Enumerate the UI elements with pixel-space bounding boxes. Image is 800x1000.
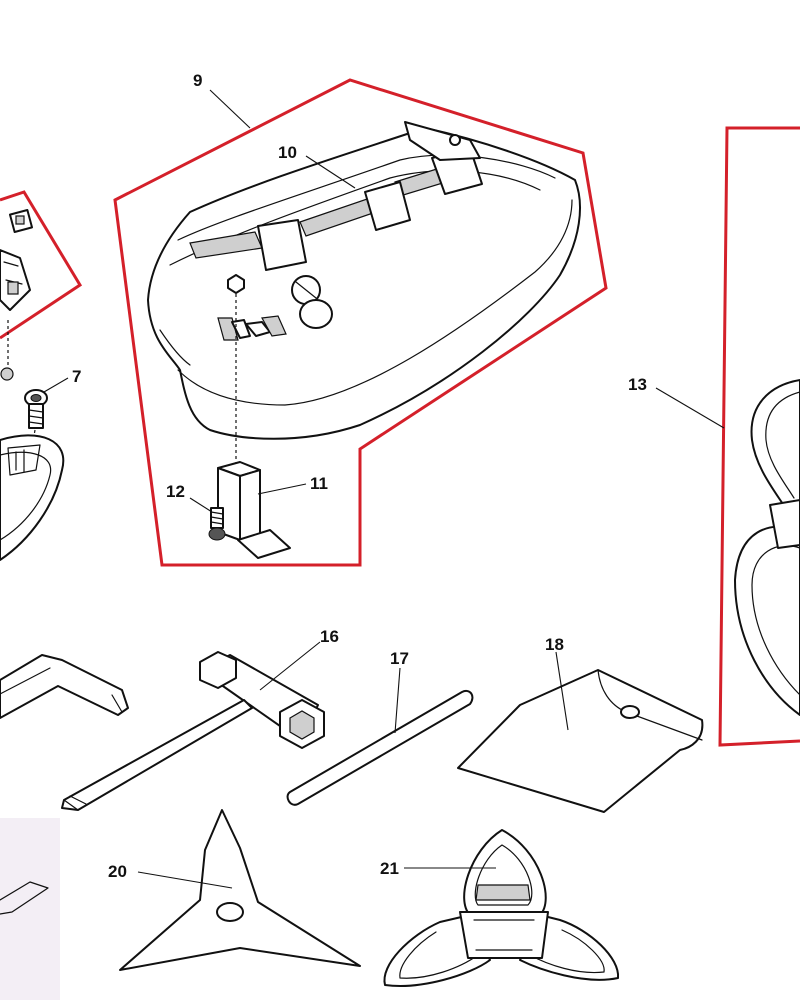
- callout-labels: 9 10 7 12 11 13 16 17 18 20 21: [72, 71, 647, 881]
- callout-7: 7: [72, 367, 81, 386]
- guard-highlight-frame: [113, 78, 608, 567]
- callout-17: 17: [390, 649, 409, 668]
- hex-key: [0, 654, 129, 719]
- callout-16: 16: [320, 627, 339, 646]
- right-partial-assembly: [718, 126, 800, 747]
- guard-assembly: [113, 78, 608, 567]
- part-7-screw: [24, 389, 48, 429]
- part-16-spanner: [61, 651, 325, 811]
- watermark-fragment: [0, 818, 60, 1000]
- callout-10: 10: [278, 143, 297, 162]
- callout-21: 21: [380, 859, 399, 878]
- callout-20: 20: [108, 862, 127, 881]
- callout-18: 18: [545, 635, 564, 654]
- part-11-bracket: [217, 461, 291, 559]
- part-20-blade: [119, 809, 361, 971]
- left-highlight-frame: [0, 190, 83, 340]
- callout-13: 13: [628, 375, 647, 394]
- part-18-sheet: [457, 669, 704, 813]
- callout-9: 9: [193, 71, 202, 90]
- callout-11: 11: [310, 474, 328, 493]
- leader-lines: [43, 89, 725, 889]
- callout-12: 12: [166, 482, 185, 501]
- part-12-screw: [208, 507, 226, 541]
- left-partial-assembly: [0, 190, 83, 561]
- part-17-rod: [286, 690, 474, 806]
- right-highlight-frame: [718, 126, 800, 747]
- part-21-blade-guard: [383, 829, 620, 987]
